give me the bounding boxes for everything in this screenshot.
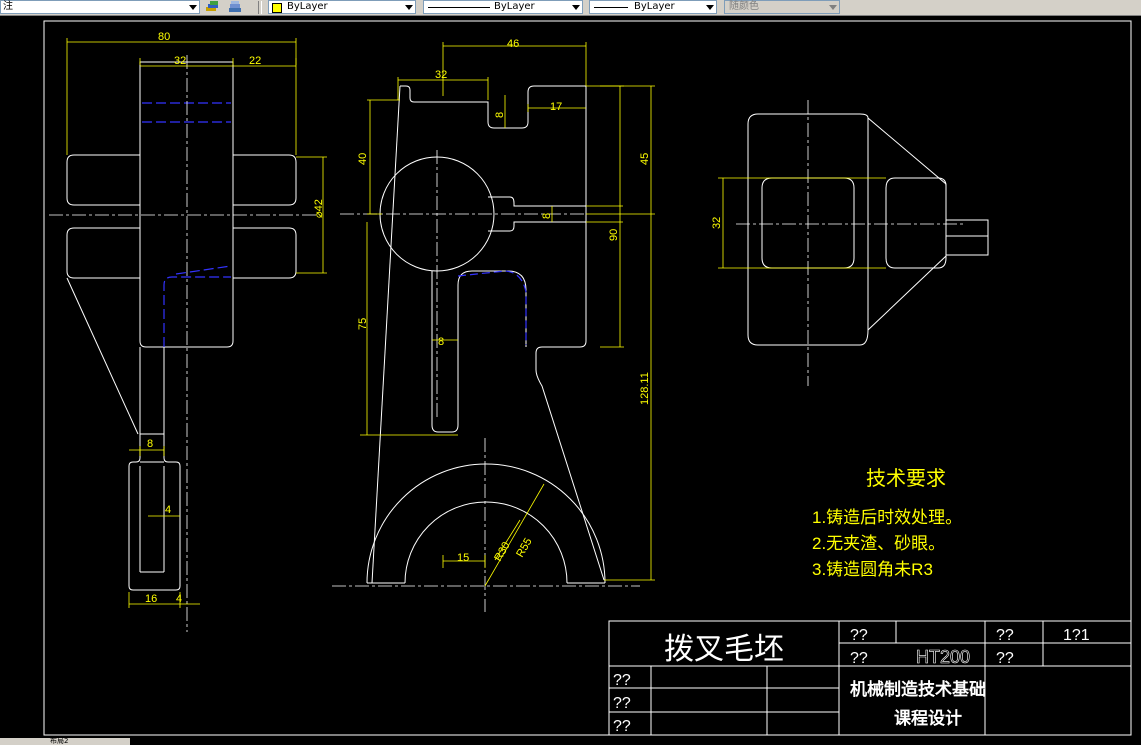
- layer-states-icon[interactable]: [205, 1, 219, 13]
- tech-requirement-1: 1.铸造后时效处理。: [812, 508, 962, 527]
- dim-r55: R55: [514, 536, 534, 559]
- plot-style-select[interactable]: 随颜色: [724, 0, 840, 14]
- top-view: [747, 113, 989, 346]
- front-view-dimensions: [360, 42, 655, 587]
- linetype-control-value: ByLayer: [494, 1, 535, 12]
- toolbar-separator: [258, 1, 262, 14]
- text-style-select[interactable]: 注: [0, 0, 200, 14]
- color-control-value: ByLayer: [287, 1, 328, 12]
- dim-45: 45: [639, 153, 651, 165]
- dim-80: 80: [158, 31, 170, 43]
- top-view-dimensions: [718, 177, 886, 269]
- title-cell-1: ??: [850, 627, 868, 644]
- dim-22: 22: [249, 55, 261, 67]
- linetype-control-select[interactable]: ByLayer: [423, 0, 583, 14]
- linetype-preview-icon: [428, 7, 490, 8]
- dim-128-11: 128.11: [639, 372, 651, 405]
- chevron-down-icon[interactable]: [706, 5, 714, 10]
- color-control-select[interactable]: ByLayer: [268, 0, 416, 14]
- dim-8-slot: 8: [494, 112, 506, 118]
- dim-32-top: 32: [711, 217, 723, 229]
- left-view-hidden: [142, 102, 232, 347]
- drawing-canvas[interactable]: 80 32 22 ⌀42 8 4 16 4: [0, 16, 1141, 745]
- dim-8-left: 8: [147, 438, 153, 450]
- dim-dia42: ⌀42: [313, 199, 325, 218]
- lineweight-preview-icon: [594, 7, 628, 8]
- plot-style-value: 随颜色: [729, 1, 759, 12]
- layer-previous-icon[interactable]: [228, 1, 242, 13]
- chevron-down-icon[interactable]: [189, 5, 197, 10]
- front-view: [366, 85, 606, 584]
- title-cell-6: ??: [613, 695, 631, 712]
- dim-4-bottom: 4: [176, 593, 182, 605]
- course-name-line2: 课程设计: [894, 708, 962, 728]
- tech-requirement-2: 2.无夹渣、砂眼。: [812, 534, 945, 553]
- dim-46: 46: [507, 38, 519, 50]
- title-cell-3: ??: [850, 650, 868, 667]
- title-cell-5: ??: [613, 672, 631, 689]
- title-cell-7: ??: [613, 718, 631, 735]
- material-value: HT200: [916, 647, 970, 667]
- left-view: [66, 61, 297, 591]
- left-view-centerlines: [49, 55, 320, 632]
- chevron-down-icon[interactable]: [829, 5, 837, 10]
- dim-4-left: 4: [165, 504, 171, 516]
- lineweight-control-value: ByLayer: [634, 1, 675, 12]
- dim-17: 17: [550, 101, 562, 113]
- drawing-frame: [43, 20, 1132, 736]
- chevron-down-icon[interactable]: [405, 5, 413, 10]
- top-view-centerlines: [736, 100, 966, 386]
- part-name: 拨叉毛坯: [664, 633, 784, 666]
- title-cell-2: ??: [996, 627, 1014, 644]
- text-style-value: 注: [3, 1, 13, 12]
- front-view-hidden: [457, 270, 527, 345]
- front-view-centerlines: [332, 150, 640, 612]
- dim-40: 40: [357, 153, 369, 165]
- title-block: [608, 620, 1132, 736]
- properties-toolbar: 注 ByLayer ByLayer ByLayer 随颜色: [0, 0, 1141, 16]
- title-cell-4: ??: [996, 650, 1014, 667]
- scale-value: 1?1: [1063, 627, 1090, 644]
- tech-requirement-3: 3.铸造圆角未R3: [812, 560, 933, 579]
- dim-8-rib: 8: [541, 213, 553, 219]
- left-view-dimensions: [66, 38, 327, 608]
- chevron-down-icon[interactable]: [572, 5, 580, 10]
- color-swatch-icon: [272, 3, 282, 13]
- dim-8-web: 8: [438, 336, 444, 348]
- dim-90: 90: [608, 229, 620, 241]
- dim-75: 75: [357, 318, 369, 330]
- dim-32-left: 32: [174, 55, 186, 67]
- dim-16: 16: [145, 593, 157, 605]
- lineweight-control-select[interactable]: ByLayer: [589, 0, 717, 14]
- layout-tab[interactable]: 布局2: [50, 738, 69, 745]
- tech-requirements-title: 技术要求: [866, 467, 946, 490]
- layout-tab-bar[interactable]: 布局2: [0, 738, 130, 745]
- dim-32-front: 32: [435, 69, 447, 81]
- dim-15: 15: [457, 552, 469, 564]
- course-name-line1: 机械制造技术基础: [850, 679, 986, 699]
